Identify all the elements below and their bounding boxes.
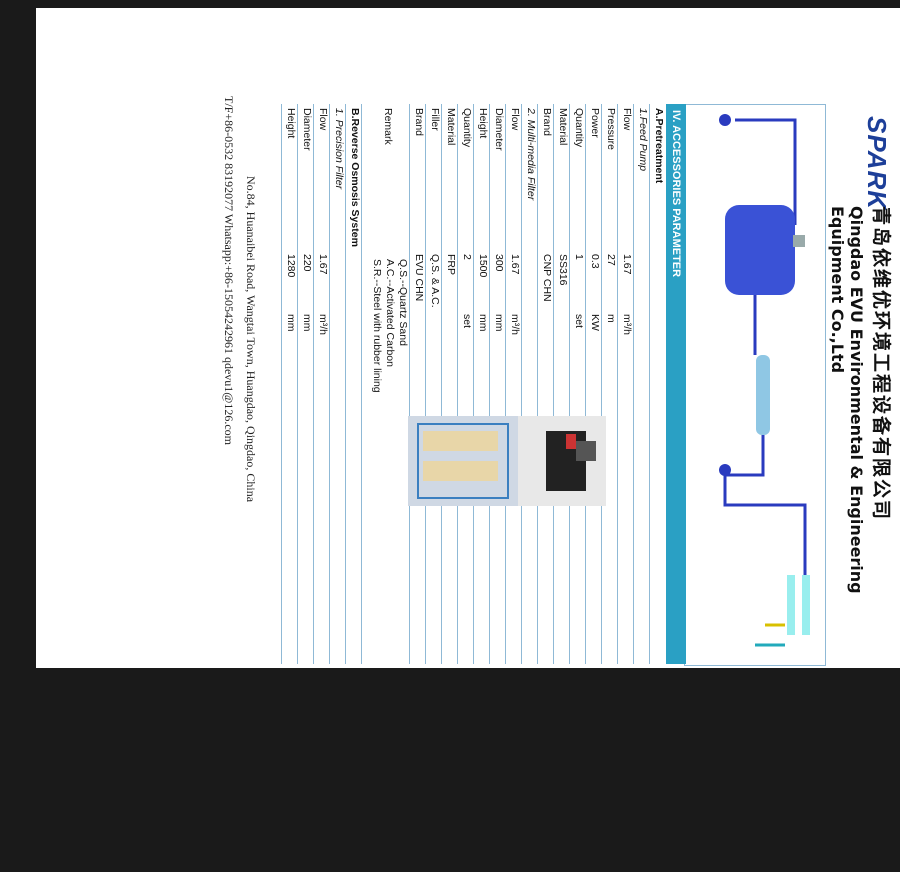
rotated-content: SPARK 青岛依维优环境工程设备有限公司 Qingdao EVU Enviro… [36,8,892,872]
table-row: Remark Q.S.--Quartz Sand A.C.--Activated… [361,104,410,664]
multimedia-filter-icon [725,205,795,295]
hp-pump-icon [719,464,731,476]
page-header: SPARK 青岛依维优环境工程设备有限公司 Qingdao EVU Enviro… [828,96,900,696]
company-logo: SPARK [862,116,892,211]
table-row: 1.Feed Pump [633,104,650,664]
remark-text: Q.S.--Quartz Sand A.C.--Activated Carbon… [371,259,409,393]
filter-system-photo [408,416,518,506]
raw-water-pump-icon [719,114,731,126]
page-footer: No.84, Huanaibei Road, Wangtai Town, Hua… [196,96,266,696]
process-flow-diagram [684,104,826,666]
precision-filter-icon [756,355,770,435]
left-frame [0,0,36,675]
company-name-cn: 青岛依维优环境工程设备有限公司 [870,206,892,522]
top-frame [0,0,900,8]
table-row: 1. Precision Filter [329,104,346,664]
company-name-en: Qingdao EVU Environmental & Engineering … [828,206,866,594]
table-row: 2. Multi-media Filter [521,104,538,664]
table-row: B.Reverse Osmosis System [345,104,362,664]
bottom-frame [0,668,900,675]
process-diagram-svg [719,114,810,647]
ro-membrane-icon [802,575,810,635]
footer-contact: T/F+86-0532 83192077 Whatsapp:+86-150542… [222,96,236,446]
table-row: A.Pretreatment [649,104,666,664]
section-title: IV. ACCESSORIES PARAMETER [666,104,686,664]
pump-photo [516,416,606,506]
footer-address: No.84, Huanaibei Road, Wangtai Town, Hua… [244,176,258,503]
